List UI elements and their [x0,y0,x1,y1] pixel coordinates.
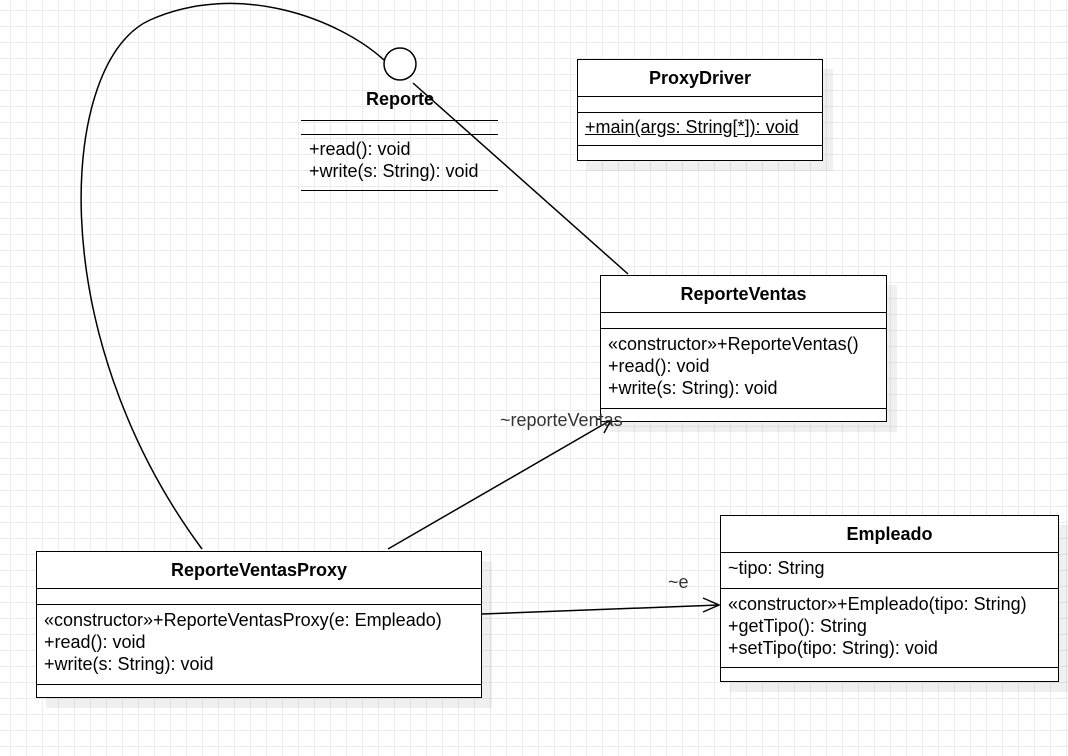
association-arrowhead-empleado [702,597,721,613]
class-operations: +main(args: String[*]): void [578,113,822,146]
class-attributes: ~tipo: String [721,553,1058,589]
class-operation: +main(args: String[*]): void [585,117,799,137]
class-reporte-ventas[interactable]: ReporteVentas «constructor»+ReporteVenta… [600,275,887,422]
class-operation: +getTipo(): String [728,616,867,636]
class-operation: «constructor»+Empleado(tipo: String) [728,594,1027,614]
class-attributes [601,313,886,329]
interface-divider [301,134,498,135]
class-operations: «constructor»+ReporteVentas() +read(): v… [601,329,886,409]
class-attributes [37,589,481,605]
class-operation: +setTipo(tipo: String): void [728,638,938,658]
realization-edge-proxy-reporte[interactable] [80,2,385,550]
interface-operation: +write(s: String): void [309,161,479,181]
class-attribute: ~tipo: String [728,558,825,578]
interface-reporte-title[interactable]: Reporte [365,89,434,109]
class-operation: «constructor»+ReporteVentasProxy(e: Empl… [44,610,442,630]
interface-divider [301,190,498,191]
class-attributes [578,97,822,113]
association-label-empleado: ~e [668,572,689,592]
class-operation: +write(s: String): void [44,654,214,674]
class-title: ProxyDriver [578,60,822,97]
class-operation: +read(): void [608,356,710,376]
class-operation: «constructor»+ReporteVentas() [608,334,859,354]
class-proxy-driver[interactable]: ProxyDriver +main(args: String[*]): void [577,59,823,161]
interface-operation: +read(): void [309,139,411,159]
interface-divider [301,120,498,121]
class-operations: «constructor»+ReporteVentasProxy(e: Empl… [37,605,481,685]
class-title: ReporteVentasProxy [37,552,481,589]
class-operations: «constructor»+Empleado(tipo: String) +ge… [721,589,1058,668]
class-title: ReporteVentas [601,276,886,313]
class-operation: +read(): void [44,632,146,652]
association-edge-proxy-empleado[interactable] [481,604,720,615]
class-operation: +write(s: String): void [608,378,778,398]
interface-lollipop-icon[interactable] [383,47,417,81]
association-edge-proxy-ventas[interactable] [387,419,612,550]
class-empleado[interactable]: Empleado ~tipo: String «constructor»+Emp… [720,515,1059,682]
realization-edge-ventas-reporte[interactable] [412,82,629,275]
association-label-reporte-ventas: ~reporteVentas [500,410,623,430]
class-title: Empleado [721,516,1058,553]
class-reporte-ventas-proxy[interactable]: ReporteVentasProxy «constructor»+Reporte… [36,551,482,698]
